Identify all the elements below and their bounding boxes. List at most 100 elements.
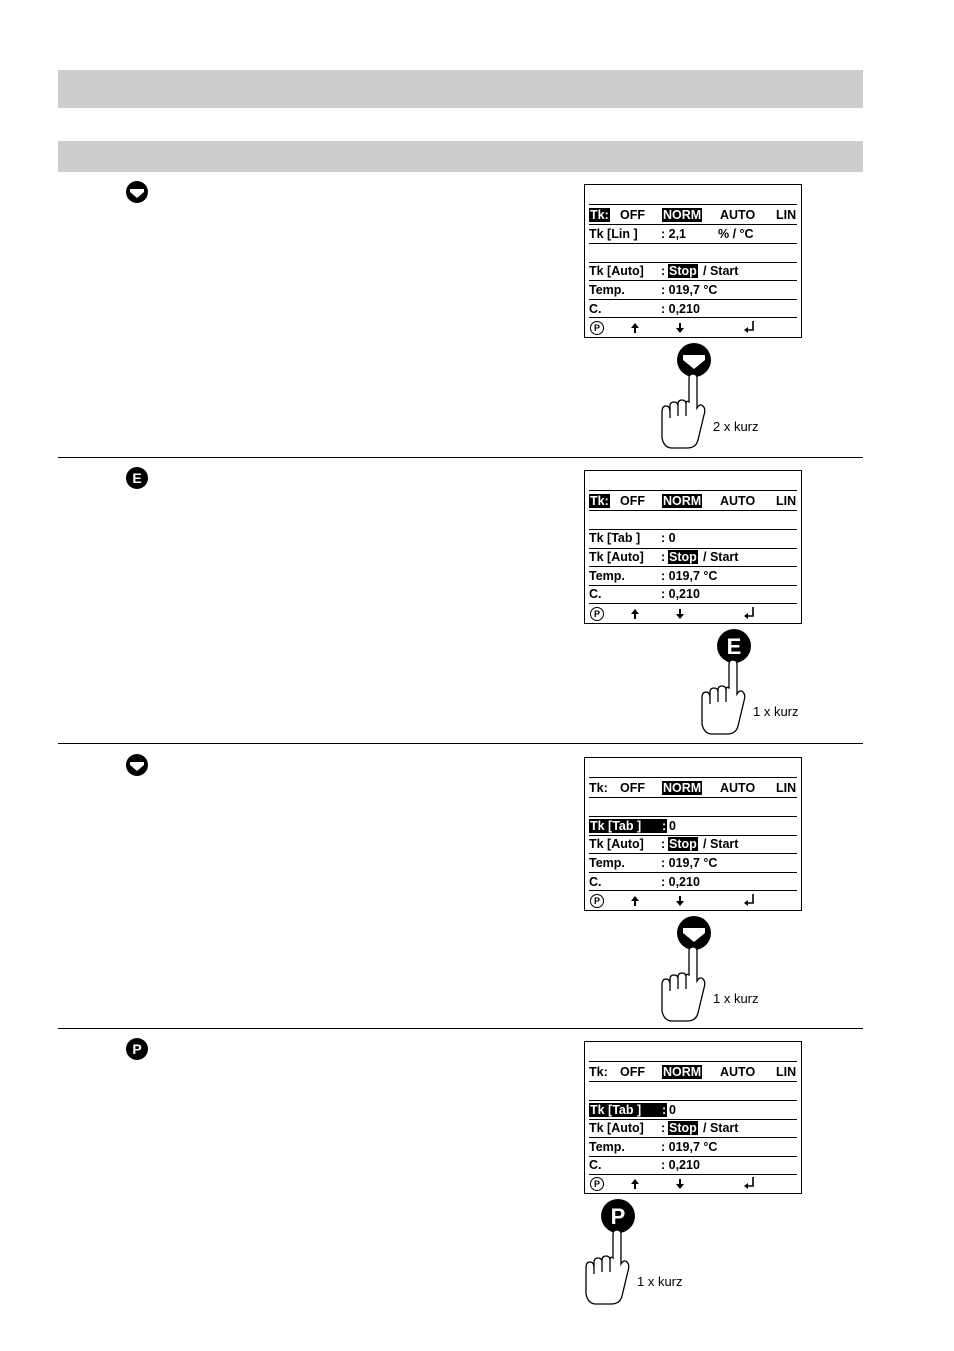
press-count-label: 1 x kurz xyxy=(713,991,759,1006)
arrow-down-icon xyxy=(676,1179,684,1189)
row-label: Tk [Auto] xyxy=(589,550,644,564)
row-value: : 0,210 xyxy=(661,302,700,316)
row-label: Tk [Auto] xyxy=(589,264,644,278)
mode-lin: LIN xyxy=(776,494,797,508)
row-label-selected: Tk [Tab ] xyxy=(589,1103,667,1117)
start-option: / Start xyxy=(703,550,739,564)
row-label: Tk [Auto] xyxy=(589,837,644,851)
display-panel: Tk: OFF NORM AUTO LIN Tk [Lin ] : 2,1 % … xyxy=(584,184,802,338)
arrow-up-icon xyxy=(631,1179,639,1189)
row-label: Tk [Lin ] xyxy=(589,227,638,241)
mode-auto: AUTO xyxy=(720,781,756,795)
down-key-press-icon xyxy=(661,343,711,449)
row-sep: : xyxy=(662,1103,667,1117)
enter-icon xyxy=(744,1177,754,1189)
row-label: C. xyxy=(589,875,602,889)
row-value: : 0,210 xyxy=(661,875,700,889)
row-value: : 019,7 °C xyxy=(661,569,718,583)
mode-off: OFF xyxy=(620,208,645,222)
row-label: Temp. xyxy=(589,1140,625,1154)
enter-icon xyxy=(744,894,754,906)
row-label: Temp. xyxy=(589,569,625,583)
step-separator xyxy=(58,743,863,744)
mode-lin: LIN xyxy=(776,781,797,795)
stop-option: Stop xyxy=(668,1121,698,1135)
stop-option: Stop xyxy=(668,837,698,851)
display-panel: Tk: OFF NORM AUTO LIN Tk [Tab ] : 0 Tk [… xyxy=(584,757,802,911)
enter-icon xyxy=(744,607,754,619)
start-option: / Start xyxy=(703,264,739,278)
p-footer-icon: P xyxy=(590,1177,604,1191)
row-value: : 2,1 xyxy=(661,227,687,241)
row-sep: : xyxy=(661,550,666,564)
e-key-letter: E xyxy=(727,634,742,659)
mode-off: OFF xyxy=(620,1065,645,1079)
section-bar xyxy=(58,141,863,172)
p-footer-icon: P xyxy=(590,607,604,621)
row-sep: : xyxy=(662,819,667,833)
row-sep: : xyxy=(661,837,666,851)
mode-norm: NORM xyxy=(662,494,703,508)
row-value: : 0 xyxy=(661,531,676,545)
tk-label: Tk: xyxy=(589,208,610,222)
down-key-icon xyxy=(126,181,148,203)
press-count-label: 1 x kurz xyxy=(637,1274,683,1289)
enter-icon xyxy=(744,321,754,333)
mode-off: OFF xyxy=(620,494,645,508)
p-footer-icon: P xyxy=(590,894,604,908)
step-separator xyxy=(58,1028,863,1029)
arrow-up-icon xyxy=(631,323,639,333)
e-key-press-icon: E xyxy=(701,629,751,735)
display-panel: Tk: OFF NORM AUTO LIN Tk [Tab ] : 0 Tk [… xyxy=(584,470,802,624)
p-key-letter: P xyxy=(132,1041,141,1057)
mode-norm: NORM xyxy=(662,1065,703,1079)
p-key-letter: P xyxy=(611,1204,626,1229)
start-option: / Start xyxy=(703,1121,739,1135)
row-value: : 019,7 °C xyxy=(661,856,718,870)
arrow-up-icon xyxy=(631,609,639,619)
mode-norm: NORM xyxy=(662,208,703,222)
mode-lin: LIN xyxy=(776,208,797,222)
down-key-icon xyxy=(126,754,148,776)
press-count-label: 1 x kurz xyxy=(753,704,799,719)
arrow-down-icon xyxy=(676,896,684,906)
row-value: : 0,210 xyxy=(661,1158,700,1172)
header-bar xyxy=(58,70,863,108)
display-panel: Tk: OFF NORM AUTO LIN Tk [Tab ] : 0 Tk [… xyxy=(584,1041,802,1194)
tk-label: Tk: xyxy=(589,494,610,508)
row-label: Tk [Tab ] xyxy=(589,531,641,545)
e-key-icon: E xyxy=(126,467,148,489)
p-key-press-icon: P xyxy=(585,1199,635,1305)
start-option: / Start xyxy=(703,837,739,851)
mode-auto: AUTO xyxy=(720,494,756,508)
row-value: : 019,7 °C xyxy=(661,283,718,297)
press-count-label: 2 x kurz xyxy=(713,419,759,434)
row-label: C. xyxy=(589,302,602,316)
row-unit: % / °C xyxy=(718,227,754,241)
row-label: C. xyxy=(589,587,602,601)
row-sep: : xyxy=(661,1121,666,1135)
row-value: : 0,210 xyxy=(661,587,700,601)
p-footer-icon: P xyxy=(590,321,604,335)
mode-auto: AUTO xyxy=(720,208,756,222)
row-value: 0 xyxy=(669,1103,676,1117)
row-sep: : xyxy=(661,264,666,278)
p-key-icon: P xyxy=(126,1038,148,1060)
mode-off: OFF xyxy=(620,781,645,795)
row-label: Tk [Auto] xyxy=(589,1121,644,1135)
row-value: 0 xyxy=(669,819,676,833)
step-separator xyxy=(58,457,863,458)
row-label: Temp. xyxy=(589,283,625,297)
stop-option: Stop xyxy=(668,264,698,278)
row-value: : 019,7 °C xyxy=(661,1140,718,1154)
row-label-selected: Tk [Tab ] xyxy=(589,819,667,833)
tk-label: Tk: xyxy=(589,1065,608,1079)
mode-auto: AUTO xyxy=(720,1065,756,1079)
row-label: Temp. xyxy=(589,856,625,870)
arrow-up-icon xyxy=(631,896,639,906)
stop-option: Stop xyxy=(668,550,698,564)
e-key-letter: E xyxy=(132,470,141,486)
mode-norm: NORM xyxy=(662,781,703,795)
arrow-down-icon xyxy=(676,609,684,619)
tk-label: Tk: xyxy=(589,781,608,795)
